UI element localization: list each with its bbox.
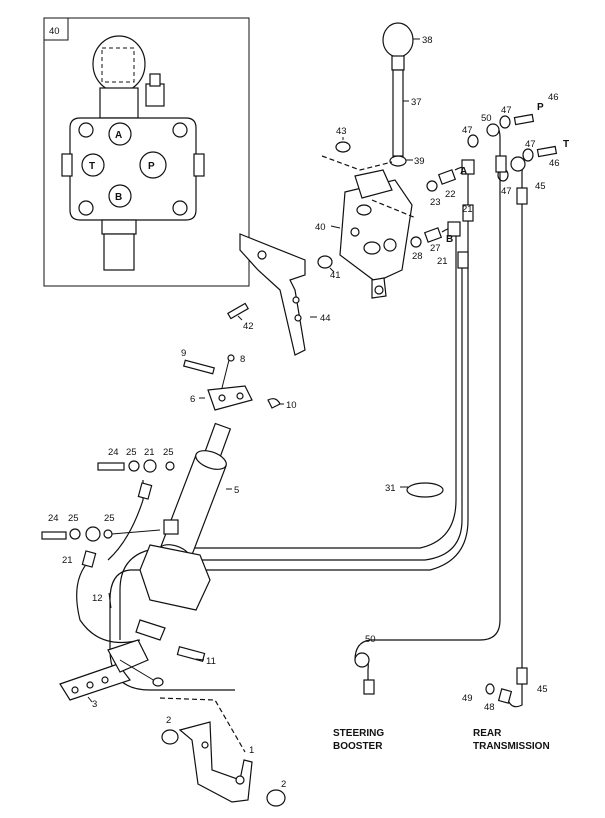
port-a-label: A — [460, 166, 467, 177]
callout-25a: 25 — [126, 447, 137, 458]
callout-40: 40 — [315, 222, 326, 233]
inset-valve-detail: 40 A T P B — [43, 17, 250, 287]
callout-47b: 47 — [462, 125, 473, 136]
callout-48: 48 — [484, 702, 495, 713]
inset-port-a: A — [115, 130, 122, 141]
callout-24b: 24 — [48, 513, 59, 524]
port-p-label: P — [537, 102, 544, 113]
callout-21c: 21 — [144, 447, 155, 458]
callout-22: 22 — [445, 189, 456, 200]
clevis-assembly — [182, 354, 284, 411]
port-t-label: T — [563, 139, 569, 150]
callout-25b: 25 — [163, 447, 174, 458]
hose-lines — [76, 160, 523, 691]
callout-49: 49 — [462, 693, 473, 704]
callout-2a: 2 — [166, 715, 171, 726]
callout-31: 31 — [385, 483, 396, 494]
callout-24a: 24 — [108, 447, 119, 458]
foot-lever — [59, 592, 206, 703]
callout-50b: 50 — [365, 634, 376, 645]
callout-47a: 47 — [501, 105, 512, 116]
callout-37: 37 — [411, 97, 422, 108]
callout-3: 3 — [92, 699, 97, 710]
callout-6: 6 — [190, 394, 195, 405]
callout-21d: 21 — [62, 555, 73, 566]
control-lever — [321, 22, 420, 171]
callout-23: 23 — [430, 197, 441, 208]
inset-port-p: P — [148, 161, 155, 172]
callout-2b: 2 — [281, 779, 286, 790]
callout-46b: 46 — [549, 158, 560, 169]
bolts-washers — [41, 459, 175, 568]
callout-27: 27 — [430, 243, 441, 254]
callout-1: 1 — [249, 745, 254, 756]
steering-booster-line1: STEERING — [333, 728, 384, 739]
steering-booster-elbow — [354, 652, 375, 695]
callout-43: 43 — [336, 126, 347, 137]
inset-port-b: B — [115, 192, 122, 203]
callout-28: 28 — [412, 251, 423, 262]
callout-50a: 50 — [481, 113, 492, 124]
callout-45a: 45 — [535, 181, 546, 192]
callout-39: 39 — [414, 156, 425, 167]
callout-8: 8 — [240, 354, 245, 365]
hydraulic-cylinder — [139, 422, 232, 611]
callout-11: 11 — [206, 656, 216, 667]
callout-45b: 45 — [537, 684, 548, 695]
mounting-bracket — [227, 233, 317, 356]
callout-46a: 46 — [548, 92, 559, 103]
callout-42: 42 — [243, 321, 254, 332]
callout-41: 41 — [330, 270, 341, 281]
rear-transmission-line1: REAR — [473, 728, 502, 739]
callout-5: 5 — [234, 485, 239, 496]
callout-21b: 21 — [437, 256, 448, 267]
valve-body — [317, 159, 475, 299]
callout-9: 9 — [181, 348, 186, 359]
cable-tie — [400, 482, 444, 498]
steering-booster-line2: BOOSTER — [333, 741, 383, 752]
callout-25d: 25 — [104, 513, 115, 524]
inset-port-t: T — [89, 161, 95, 172]
callout-38: 38 — [422, 35, 433, 46]
callout-44: 44 — [320, 313, 331, 324]
rear-transmission-line2: TRANSMISSION — [473, 741, 550, 752]
callout-25c: 25 — [68, 513, 79, 524]
callout-12: 12 — [92, 593, 103, 604]
callout-47d: 47 — [501, 186, 512, 197]
rear-transmission-elbow — [485, 667, 528, 708]
callout-47c: 47 — [525, 139, 536, 150]
pedal-bracket — [159, 697, 286, 807]
inset-label: 40 — [49, 26, 60, 37]
port-b-label: B — [446, 234, 453, 245]
callout-10: 10 — [286, 400, 297, 411]
callout-21a: 21 — [462, 204, 473, 215]
